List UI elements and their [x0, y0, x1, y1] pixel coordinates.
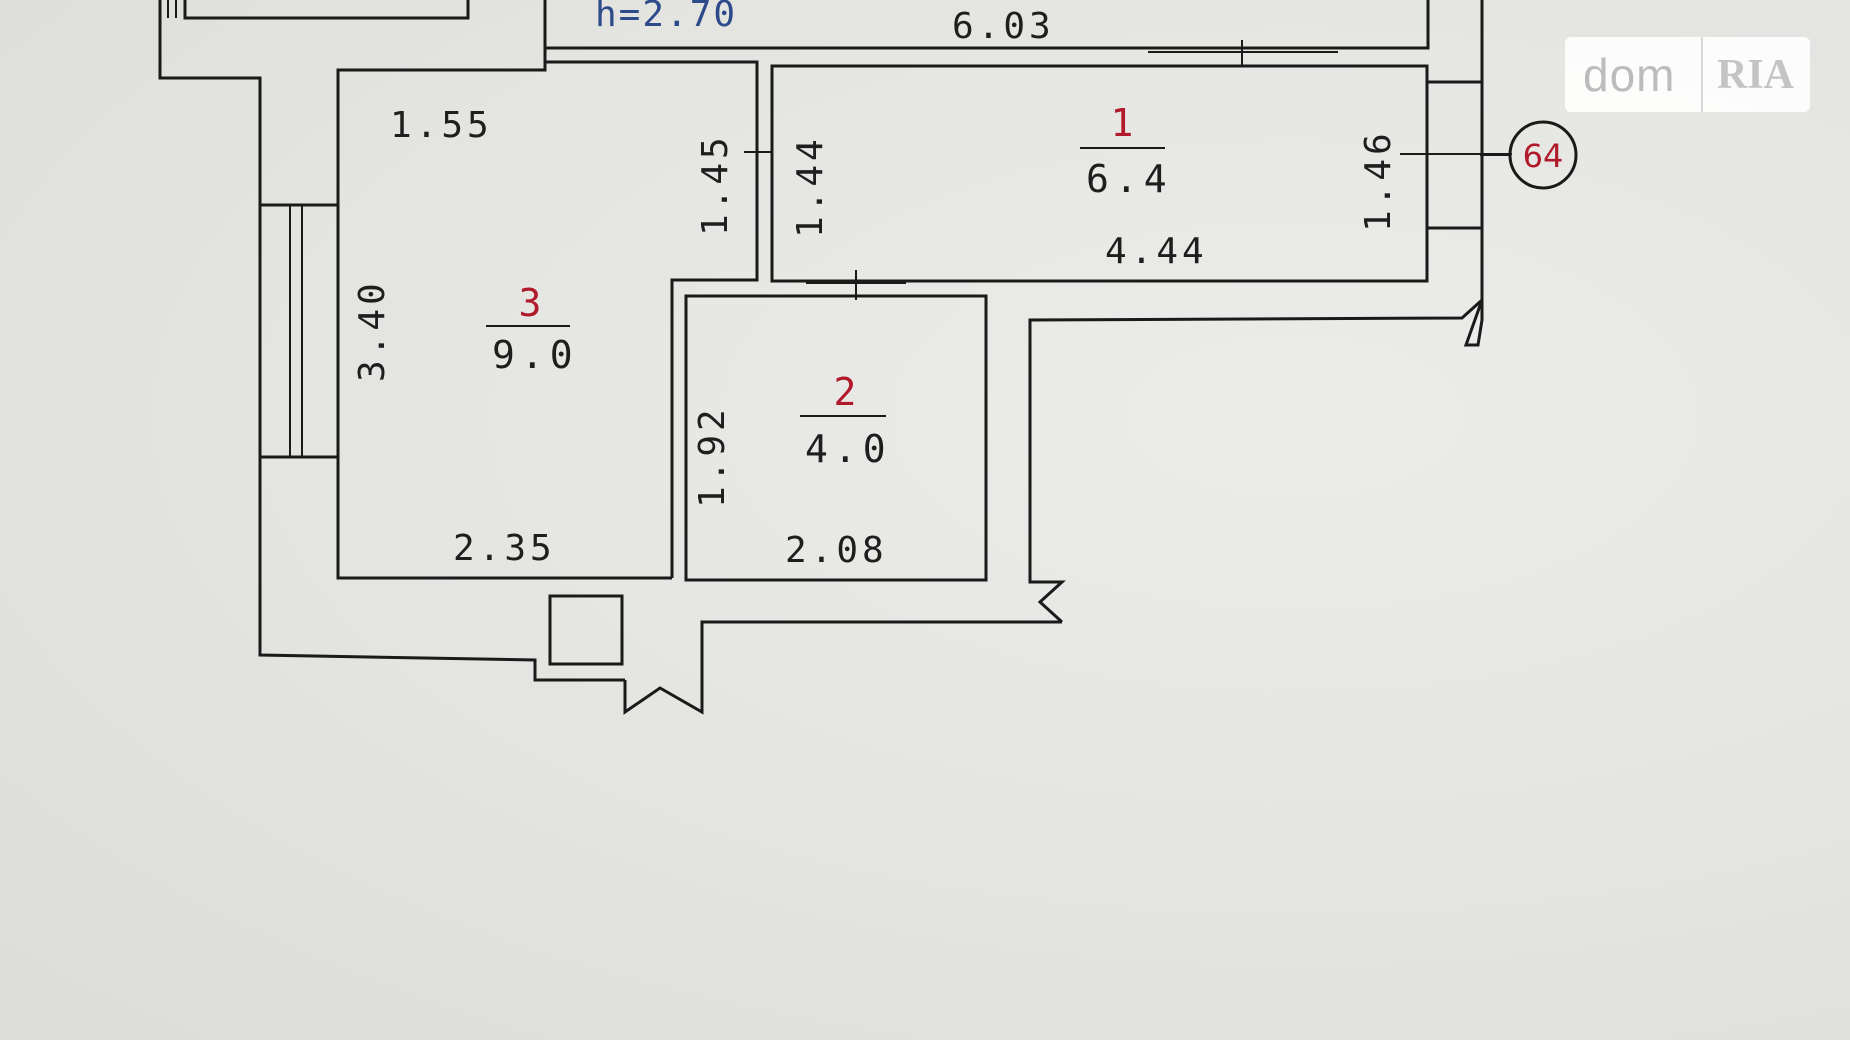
axis-marker: 64 [1480, 120, 1578, 190]
room-1 [770, 40, 1512, 283]
room-3-area: 9.0 [492, 333, 579, 377]
watermark-divider [1701, 37, 1703, 112]
watermark-sub: RIA [1717, 51, 1795, 98]
room-2-number: 2 [834, 370, 857, 414]
room-1-number: 1 [1111, 101, 1134, 145]
top-dimension-label: 6.03 [952, 6, 1055, 47]
ceiling-height-label: h=2.70 [595, 0, 737, 35]
room-1-width: 4.44 [1105, 231, 1208, 272]
room-2-area: 4.0 [805, 427, 892, 471]
room-3-left-depth: 3.40 [352, 279, 393, 382]
domria-watermark-logo: dom RIA [1565, 37, 1810, 112]
room-3-number: 3 [519, 281, 542, 325]
room-3-right-depth: 1.45 [695, 133, 736, 236]
room-2-left-depth: 1.92 [692, 405, 733, 508]
room-1-right-depth: 1.46 [1358, 129, 1399, 232]
room-1-left-depth: 1.44 [790, 135, 831, 238]
room-3 [338, 60, 772, 578]
room-3-top-width: 1.55 [390, 105, 493, 146]
room-1-area: 6.4 [1086, 157, 1173, 201]
room-3-bottom-width: 2.35 [453, 528, 556, 569]
window-left [258, 203, 340, 459]
ventilation-shaft [548, 594, 624, 666]
watermark-brand: dom [1583, 48, 1676, 101]
room-2-bottom-width: 2.08 [785, 530, 888, 571]
room-2 [684, 270, 988, 582]
axis-marker-label: 64 [1523, 137, 1564, 175]
